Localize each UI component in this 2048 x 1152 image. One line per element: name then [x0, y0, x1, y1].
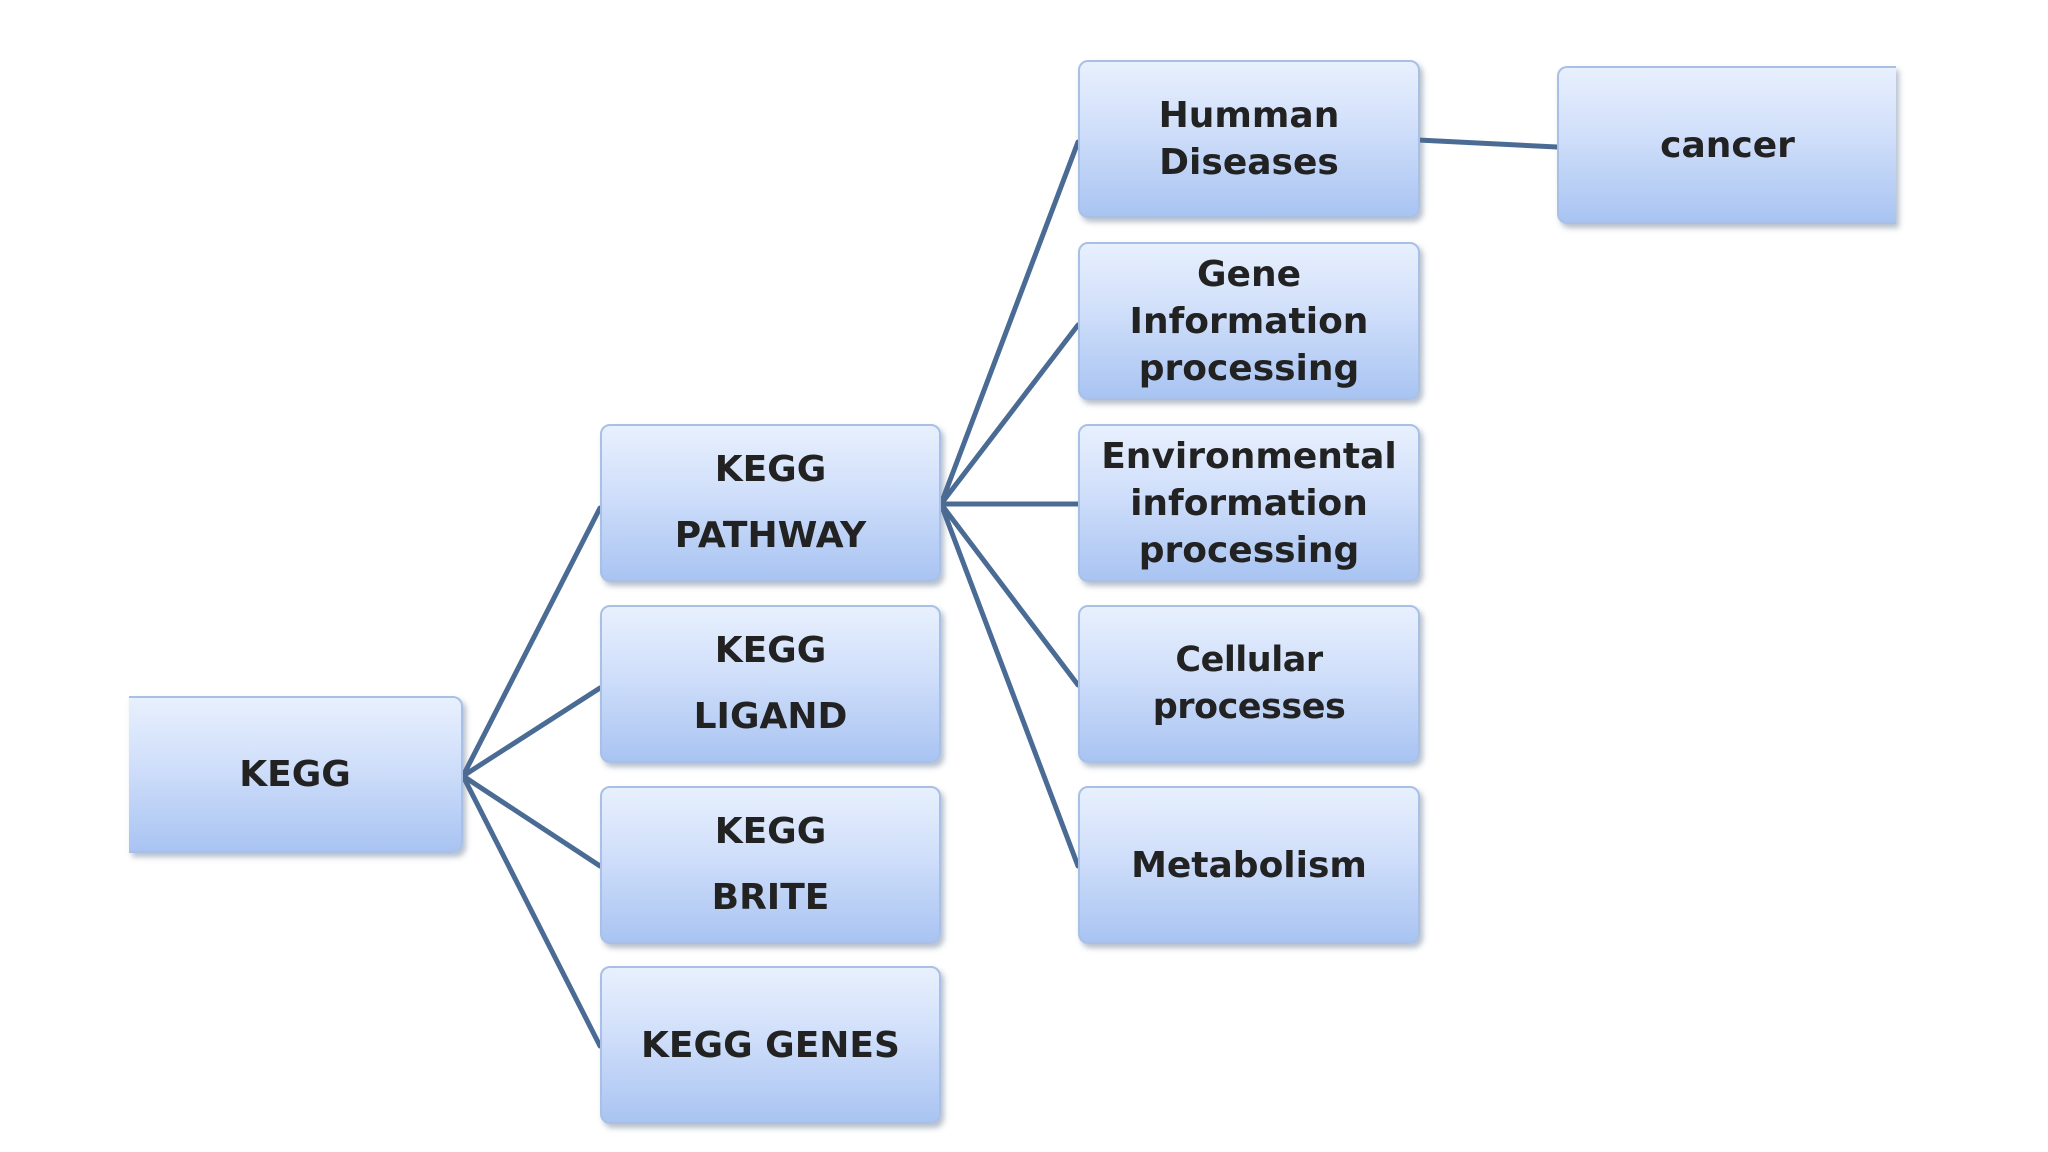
connector-pathway-to-cellular: [938, 501, 1081, 688]
node-cellular-processes-label: Cellular processes: [1152, 640, 1346, 727]
connector-kegg-to-brite: [460, 773, 603, 869]
node-kegg: KEGG: [129, 696, 463, 853]
node-metabolism-label: Metabolism: [1131, 844, 1367, 886]
connector-kegg-to-pathway: [460, 505, 603, 779]
connector-human-diseases-to-cancer: [1415, 137, 1560, 150]
node-gene-information-processing: Gene Information processing: [1078, 242, 1420, 400]
node-cellular-processes: Cellular processes: [1078, 605, 1420, 763]
node-gene-information-processing-label: Gene Information processing: [1129, 253, 1369, 389]
node-environmental-information-processing: Environmental information processing: [1078, 424, 1420, 582]
node-cancer: cancer: [1557, 66, 1896, 224]
connector-pathway-to-metabolism: [938, 501, 1081, 869]
node-kegg-pathway: KEGG PATHWAY: [600, 424, 941, 582]
node-cancer-label: cancer: [1660, 124, 1795, 166]
node-human-diseases-label: Humman Diseases: [1158, 95, 1340, 183]
node-metabolism: Metabolism: [1078, 786, 1420, 944]
node-human-diseases: Humman Diseases: [1078, 60, 1420, 218]
node-kegg-ligand: KEGG LIGAND: [600, 605, 941, 763]
node-environmental-information-processing-label: Environmental information processing: [1101, 435, 1397, 571]
node-kegg-ligand-label: KEGG LIGAND: [693, 630, 848, 737]
node-kegg-brite: KEGG BRITE: [600, 786, 941, 944]
node-kegg-pathway-label: KEGG PATHWAY: [674, 449, 867, 556]
node-kegg-label: KEGG: [239, 754, 351, 795]
node-kegg-genes: KEGG GENES: [600, 966, 941, 1124]
node-kegg-genes-label: KEGG GENES: [641, 1024, 900, 1066]
connector-pathway-to-gene-info: [938, 322, 1081, 507]
connector-kegg-to-genes: [460, 773, 603, 1049]
connector-pathway-to-human-diseases: [938, 139, 1081, 507]
node-kegg-brite-label: KEGG BRITE: [711, 811, 830, 918]
connector-kegg-to-ligand: [460, 685, 603, 779]
